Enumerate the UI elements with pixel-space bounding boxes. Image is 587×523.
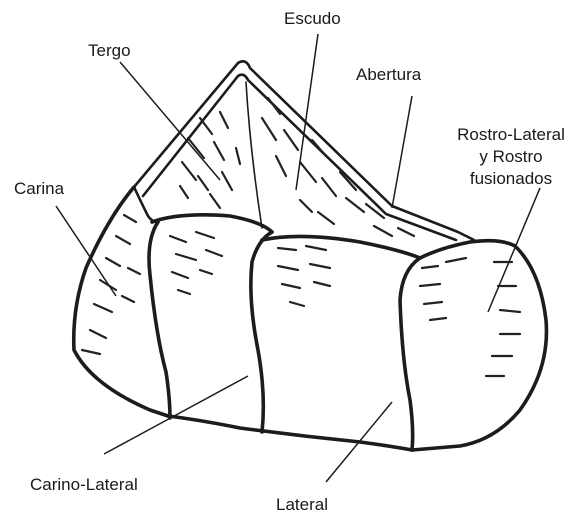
- rostro-lateral-hatching: [420, 258, 520, 376]
- carino-lateral-hatching: [170, 232, 222, 294]
- label-escudo: Escudo: [284, 9, 341, 28]
- label-abertura: Abertura: [356, 65, 422, 84]
- opercular-plates: [134, 61, 474, 240]
- leader-abertura: [392, 96, 412, 208]
- label-lateral: Lateral: [276, 495, 328, 514]
- tergum-hatching: [180, 112, 240, 208]
- carina-hatching: [82, 215, 140, 354]
- label-rostro-lateral-line1: Rostro-Lateral: [457, 125, 565, 144]
- label-rostro-lateral-line2: y Rostro: [479, 147, 542, 166]
- leader-lines: [56, 34, 540, 482]
- lateral-hatching: [278, 246, 330, 306]
- label-tergo: Tergo: [88, 41, 131, 60]
- label-carina: Carina: [14, 179, 65, 198]
- leader-rostro-lateral: [488, 188, 540, 312]
- leader-lateral: [326, 402, 392, 482]
- leader-carino-lateral: [104, 376, 248, 454]
- leader-carina: [56, 206, 116, 296]
- leader-escudo: [296, 34, 318, 190]
- wall-plates: [74, 187, 547, 450]
- label-carino-lateral: Carino-Lateral: [30, 475, 138, 494]
- label-rostro-lateral-line3: fusionados: [470, 169, 552, 188]
